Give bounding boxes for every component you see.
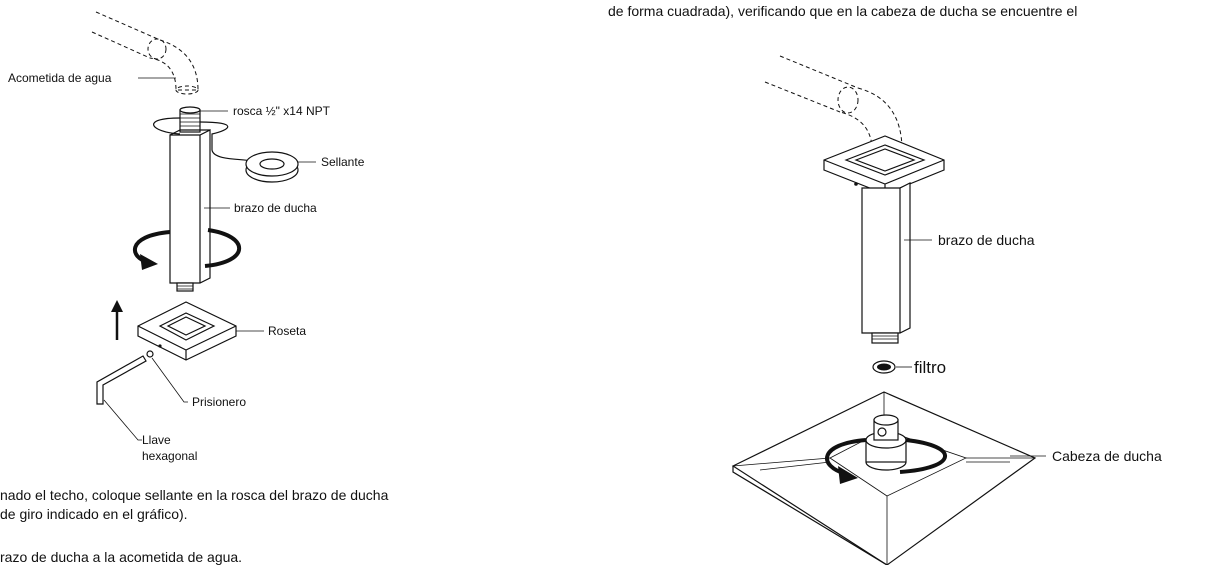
rotation-arrow-right — [825, 438, 947, 484]
cabeza-de-ducha — [731, 391, 1037, 565]
label-acometida: Acometida de agua — [8, 71, 112, 85]
right-shower-arm — [861, 182, 911, 344]
left-water-pipe — [91, 11, 199, 95]
filtro-icon — [872, 360, 896, 374]
label-rosca: rosca ½" x14 NPT — [233, 104, 331, 118]
label-brazo-right: brazo de ducha — [938, 232, 1035, 248]
label-llave-2: hexagonal — [142, 449, 197, 463]
label-brazo-left: brazo de ducha — [234, 201, 317, 215]
label-prisionero: Prisionero — [192, 395, 246, 409]
sellante-tape — [153, 117, 256, 163]
right-roseta-plate — [823, 135, 945, 195]
label-sellante: Sellante — [321, 155, 365, 169]
rotation-arrow-left — [133, 228, 241, 270]
up-arrow-icon — [111, 300, 123, 340]
prisionero-screw — [146, 350, 154, 358]
leader-llave — [103, 399, 142, 441]
header-text-right: de forma cuadrada), verificando que en l… — [608, 3, 1078, 19]
instruction-line-1: nado el techo, coloque sellante en la ro… — [0, 487, 389, 503]
label-cabeza: Cabeza de ducha — [1052, 448, 1162, 464]
leader-prisionero — [151, 357, 188, 403]
label-roseta: Roseta — [268, 324, 306, 338]
roseta-plate — [137, 301, 237, 361]
instruction-line-2: de giro indicado en el gráfico). — [0, 506, 188, 522]
sellante-roll — [245, 151, 299, 183]
instruction-line-3: razo de ducha a la acometida de agua. — [0, 549, 243, 565]
label-filtro: filtro — [914, 358, 946, 377]
left-shower-arm — [169, 106, 211, 292]
llave-hexagonal-icon — [96, 355, 147, 405]
label-llave-1: Llave — [142, 433, 171, 447]
